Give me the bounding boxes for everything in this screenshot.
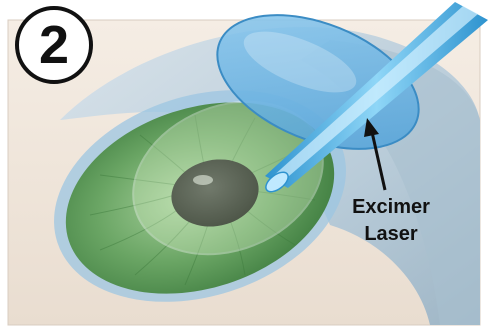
laser-label: Excimer Laser [336, 194, 446, 248]
laser-label-line2: Laser [336, 221, 446, 248]
step-number: 2 [19, 10, 89, 80]
laser-label-line1: Excimer [336, 194, 446, 221]
